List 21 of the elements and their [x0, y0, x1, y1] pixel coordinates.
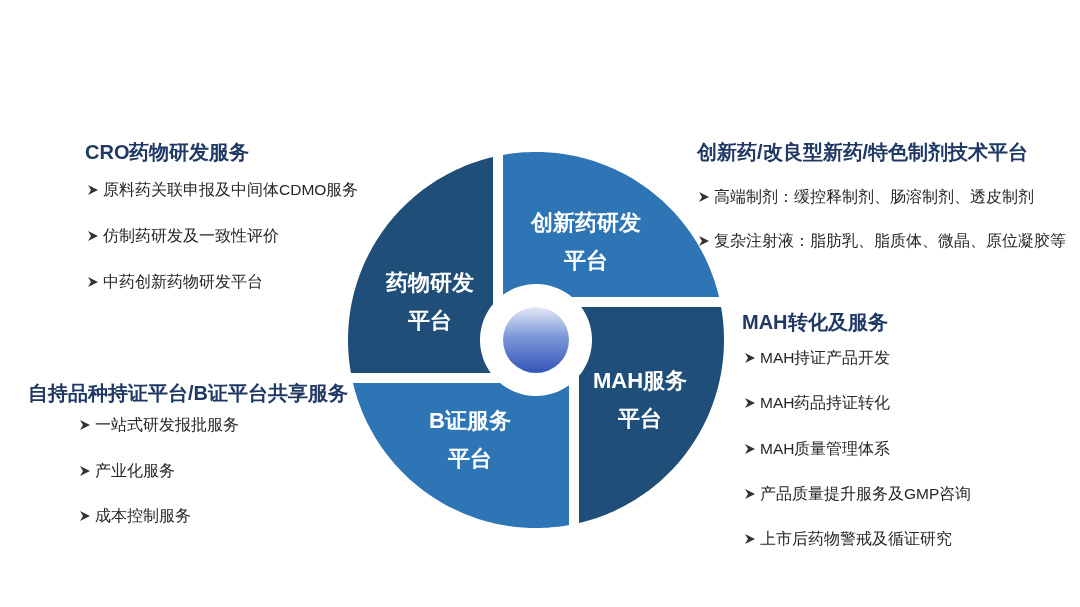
list-item: 成本控制服务 — [95, 506, 191, 526]
list-item: 复杂注射液：脂肪乳、脂质体、微晶、原位凝胶等 — [714, 231, 1066, 251]
section-heading: CRO药物研发服务 — [85, 140, 250, 164]
list-item: MAH质量管理体系 — [760, 438, 891, 459]
list-item: 中药创新药物研发平台 — [103, 272, 263, 292]
list-item: 原料药关联申报及中间体CDMO服务 — [103, 180, 359, 200]
segment-label: 创新药研发平台 — [529, 209, 642, 275]
list-item: 仿制药研发及一致性评价 — [103, 226, 279, 246]
list-item: 一站式研发报批服务 — [95, 415, 239, 435]
segment-label: MAH服务平台 — [591, 367, 689, 433]
list-item: MAH持证产品开发 — [760, 348, 891, 368]
section-heading: MAH转化及服务 — [742, 310, 888, 334]
list-item: 高端制剂：缓控释制剂、肠溶制剂、透皮制剂 — [714, 187, 1034, 207]
segment-label: 药物研发平台 — [385, 269, 475, 335]
section-heading: 创新药/改良型新药/特色制剂技术平台 — [697, 140, 1029, 164]
list-item: MAH药品持证转化 — [760, 393, 891, 414]
list-item: 上市后药物警戒及循证研究 — [760, 529, 952, 549]
list-item: 产业化服务 — [95, 460, 175, 481]
segment-label: B证服务平台 — [428, 407, 512, 473]
section-heading: 自持品种持证平台/B证平台共享服务 — [28, 381, 348, 405]
list-item: 产品质量提升服务及GMP咨询 — [760, 483, 972, 504]
